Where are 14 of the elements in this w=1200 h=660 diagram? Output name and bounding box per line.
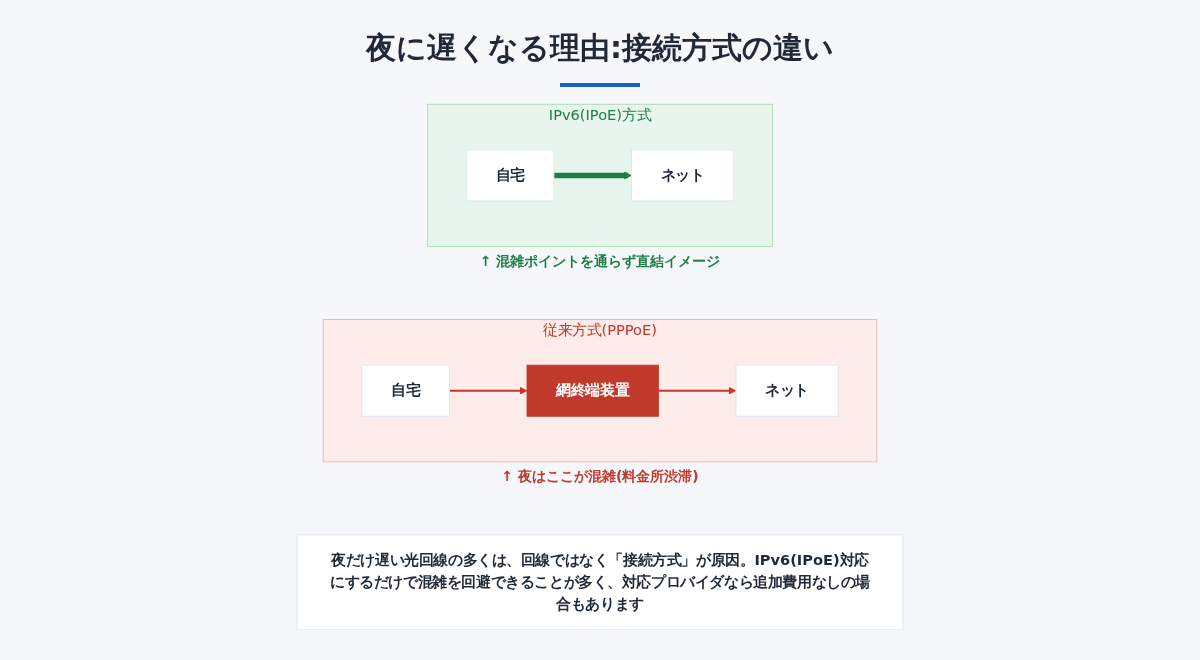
node-box: [631, 149, 735, 202]
node-box: [465, 149, 555, 202]
arrow: [448, 386, 528, 395]
node-box: [526, 364, 659, 417]
cluster: [322, 319, 878, 463]
cluster: [427, 103, 773, 248]
node-box: [735, 364, 839, 417]
arrow: [553, 171, 632, 180]
title: 夜に遅くなる理由:接続方式の違い: [364, 29, 835, 67]
arrow: [657, 386, 737, 395]
note-text: ↑ 夜はここが混雑(料金所渋滞): [501, 467, 699, 486]
node-box: [296, 534, 904, 631]
note-text: ↑ 混雑ポイントを通らず直結イメージ: [479, 252, 721, 271]
node-box: [361, 364, 450, 417]
